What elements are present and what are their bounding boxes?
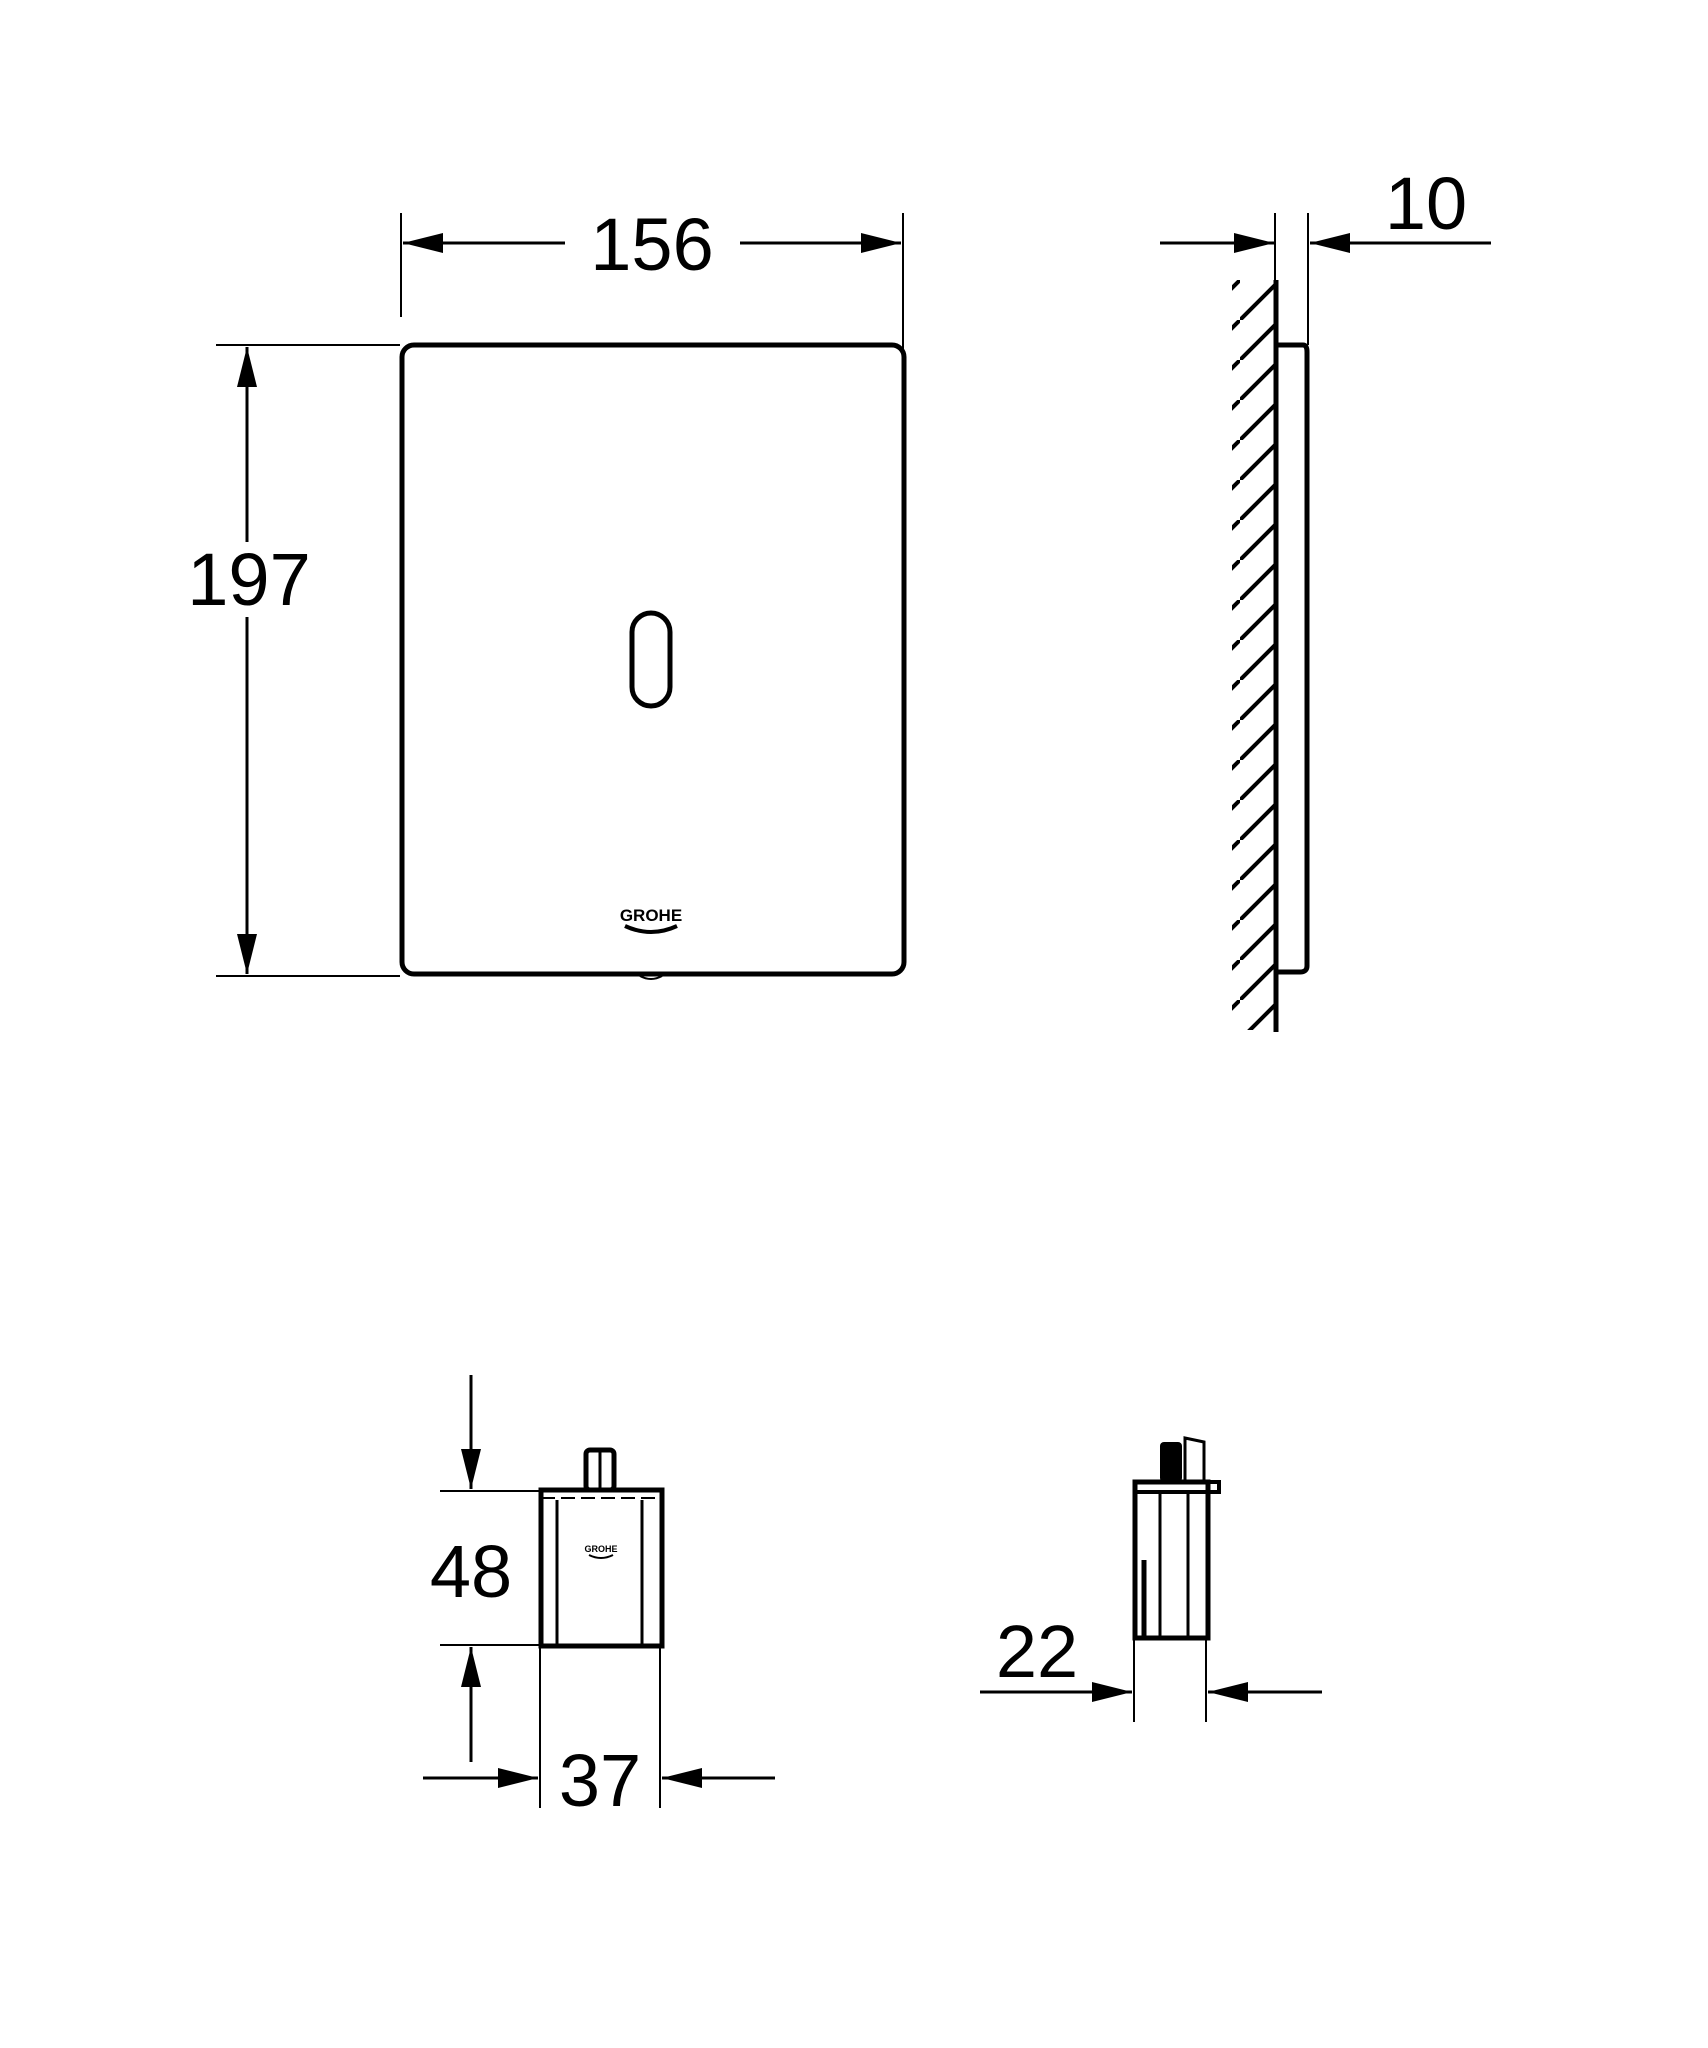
grohe-logo-icon: GROHE <box>620 906 682 934</box>
cover-plate <box>399 342 907 977</box>
valve-stem-icon <box>583 1447 617 1493</box>
height-label: 197 <box>187 538 310 621</box>
width-label: 156 <box>590 203 713 286</box>
module-depth-dimension: 22 <box>980 1610 1322 1722</box>
valve-side-icon <box>1160 1436 1206 1482</box>
module-height-label: 48 <box>430 1530 512 1613</box>
module-depth-label: 22 <box>996 1610 1078 1693</box>
sensor-window-icon <box>629 610 673 709</box>
width-dimension: 156 <box>400 203 904 360</box>
depth-dimension: 10 <box>1160 162 1491 345</box>
wall-hatch <box>1232 280 1274 1030</box>
module-front-view: GROHE 48 37 <box>423 1375 775 1822</box>
module-side-view: 22 <box>980 1436 1322 1722</box>
module-width-label: 37 <box>559 1739 641 1822</box>
front-view: GROHE 156 197 <box>187 203 907 980</box>
plate-profile <box>1278 342 1310 975</box>
module-width-dimension: 37 <box>423 1646 775 1822</box>
module-height-dimension: 48 <box>430 1375 540 1762</box>
module-body <box>538 1487 665 1649</box>
depth-label: 10 <box>1385 162 1467 245</box>
side-view: 10 <box>1160 162 1491 1032</box>
height-dimension: 197 <box>187 344 400 977</box>
svg-text:GROHE: GROHE <box>620 906 682 925</box>
svg-text:GROHE: GROHE <box>584 1544 617 1554</box>
grohe-logo-small-icon: GROHE <box>584 1544 618 1559</box>
